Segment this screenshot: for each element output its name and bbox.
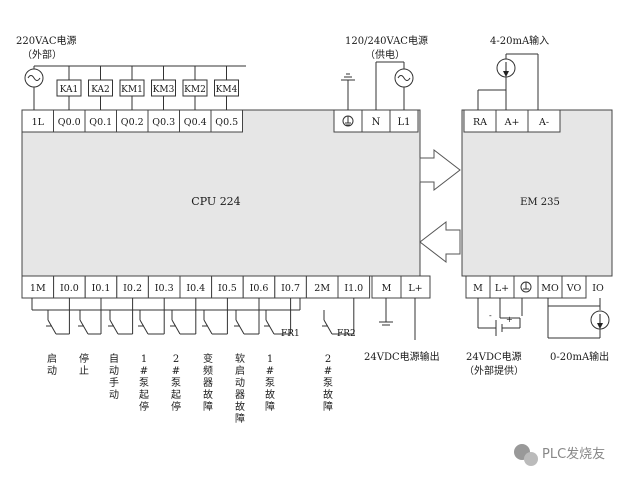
em-bottom-terminal-label: L+ (495, 283, 509, 294)
out-0-20-label: 0-20mA输出 (550, 350, 609, 363)
cpu-module (21, 109, 421, 277)
arrow-right-icon (419, 148, 461, 192)
cpu-top-terminal-label: Q0.3 (152, 117, 175, 128)
wechat-logo-icon (514, 444, 538, 466)
cpu-bottom-terminals: 1M I0.0 I0.1 I0.2 I0.3 I0.4 I0.5 I0.6 I0.7 2M I1.0… (21, 275, 431, 299)
push-switch-icon (234, 319, 260, 335)
push-switch-icon (108, 319, 134, 335)
cpu-bottom-terminal-label: 2M (314, 283, 330, 294)
cpu-top-terminal-label: 1L (32, 117, 45, 128)
cpu-terminal-n-label: N (372, 117, 381, 128)
em-name: EM 235 (520, 197, 560, 208)
arrow-left-icon (419, 220, 461, 264)
cpu-bottom-terminal-label: I0.6 (250, 283, 269, 294)
cpu-bottom-terminal-label: I0.1 (92, 283, 111, 294)
dc24-out-label: 24VDC电源输出 (364, 350, 440, 363)
cpu-bottom-terminal-label: I0.2 (123, 283, 142, 294)
cpu-bottom-terminal-label: M (382, 283, 392, 294)
input-label: 启动 (47, 352, 57, 377)
em-bottom-terminal-label: M (473, 283, 483, 294)
thermal-relay-contact-icon (264, 319, 292, 335)
push-switch-icon (46, 319, 70, 335)
relay-label: KM4 (216, 85, 238, 95)
battery-icon (478, 317, 521, 336)
push-switch-icon (170, 319, 197, 335)
em-bottom-terminal-label: VO (566, 283, 582, 294)
battery-plus: + (506, 315, 513, 324)
em-top-terminals: RA A+ A- (463, 109, 561, 133)
thermal-relay-contact-icon (322, 319, 355, 335)
relay-label: KM2 (184, 85, 206, 95)
push-switch-icon (78, 319, 102, 335)
cpu-top-terminals: 1L Q0.0 Q0.1 Q0.2 Q0.3 Q0.4 Q0.5 (21, 109, 243, 133)
input-label: 自动手动 (109, 352, 119, 401)
cpu-name: CPU 224 (191, 195, 240, 208)
input-label: 软启动器故障 (235, 352, 245, 425)
em-bottom-terminals: M L+ MO VO IO (465, 275, 604, 299)
em-top-terminal (527, 109, 561, 133)
ac120-label-line1: 120/240VAC电源 (345, 34, 428, 47)
cpu-top-terminal-label: Q0.1 (89, 117, 112, 128)
relay-label: KA1 (60, 85, 79, 95)
push-switch-icon (202, 319, 228, 335)
earth-ground-icon (341, 73, 355, 110)
dc24-ext-label-line2: （外部提供） (464, 364, 524, 377)
ground-terminal-icon (342, 115, 354, 127)
em-top-terminal-label: A+ (504, 117, 520, 128)
fr2-label: FR2 (337, 329, 356, 339)
battery-minus: - (489, 311, 492, 320)
input-label: 2#泵故障 (323, 354, 333, 413)
input-label: 1#泵起停 (139, 354, 149, 413)
input-label: 停止 (79, 352, 89, 377)
em-top-terminal-label: A- (538, 117, 549, 128)
current-source-in-icon (496, 58, 516, 78)
dc24-ext-label-line1: 24VDC电源 (466, 350, 522, 363)
cpu-bottom-terminal-label: I0.7 (281, 283, 300, 294)
cpu-bottom-terminal-label: I1.0 (344, 283, 363, 294)
em-top-terminal-label: RA (473, 117, 487, 128)
relay-label: KM3 (153, 85, 175, 95)
cpu-bottom-terminal-label: 1M (30, 283, 46, 294)
input-label: 2#泵起停 (171, 354, 181, 413)
push-switch-icon (138, 319, 165, 335)
input-label: 1#泵故障 (265, 354, 275, 413)
ac-supply-icon (394, 68, 414, 88)
fr1-label: FR1 (281, 329, 300, 339)
in-4-20-label: 4-20mA输入 (490, 34, 549, 47)
cpu-bottom-terminal-label: I0.0 (60, 283, 79, 294)
em-module (461, 109, 613, 277)
watermark: PLC发烧友 (542, 446, 605, 462)
ac120-label-line2: （供电） (365, 48, 405, 61)
relay-coils: KA1 KA2 KM1 KM3 KM2 KM4 (56, 66, 239, 110)
relay-label: KM1 (121, 85, 143, 95)
dc-ground-icon (379, 321, 393, 326)
cpu-terminal-l1-label: L1 (397, 117, 410, 128)
em-bottom-terminal-label: IO (592, 283, 604, 294)
cpu-bottom-terminal-label: I0.4 (186, 283, 205, 294)
ac220-label-line2: （外部） (22, 48, 62, 61)
cpu-top-terminal-label: Q0.4 (184, 117, 207, 128)
em-bottom-terminal-label: MO (541, 283, 559, 294)
cpu-bottom-terminal-label: I0.3 (155, 283, 174, 294)
cpu-bottom-terminal-label: I0.5 (218, 283, 237, 294)
ac-source-icon (24, 68, 44, 88)
cpu-top-terminal-label: Q0.5 (215, 117, 238, 128)
em-bottom-terminal (561, 275, 587, 299)
ac220-label-line1: 220VAC电源 (16, 34, 77, 47)
current-source-out-icon (590, 310, 610, 330)
input-label: 变频器故障 (203, 352, 213, 413)
cpu-top-terminal-label: Q0.2 (121, 117, 144, 128)
cpu-top-terminal-label: Q0.0 (58, 117, 81, 128)
relay-label: KA2 (91, 85, 110, 95)
em-ground-icon (520, 281, 532, 293)
cpu-bottom-terminal-label: L+ (408, 283, 422, 294)
